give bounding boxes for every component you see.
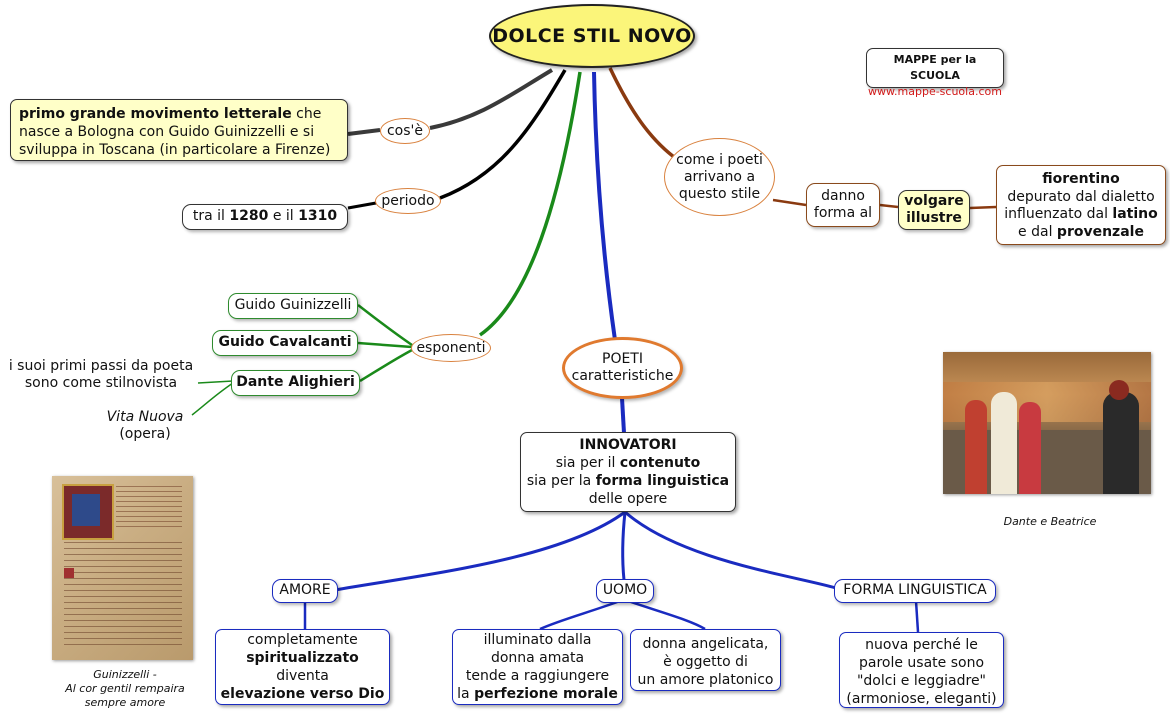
manuscript-image (52, 476, 193, 660)
innovatori-contenuto: contenuto (619, 455, 701, 471)
guinizzelli-caption-l2: Al cor gentil rempaira (65, 682, 185, 695)
forma-l4: (armoniose, eleganti) (846, 691, 997, 707)
amore-l3: diventa (276, 668, 329, 684)
amore-l1: completamente (247, 632, 358, 648)
cose-definition: primo grande movimento letterale che nas… (10, 99, 348, 161)
innovatori-box: INNOVATORI sia per il contenuto sia per … (520, 432, 736, 512)
fiorentino-line3a: influenzato dal (1004, 206, 1113, 222)
opera-note: Vita Nuova (opera) (92, 409, 198, 443)
dante-note: i suoi primi passi da poeta sono come st… (4, 358, 198, 392)
uomo-node: UOMO (596, 579, 654, 603)
danno-forma-box: danno forma al (806, 183, 880, 227)
fiorentino-box: fiorentino depurato dal dialetto influen… (996, 165, 1166, 245)
cose-node: cos'è (380, 118, 430, 144)
stile-line3: questo stile (678, 185, 761, 202)
poet-dante-label: Dante Alighieri (236, 374, 355, 390)
fiorentino-line2: depurato dal dialetto (1007, 188, 1155, 205)
periodo-year-end: 1310 (298, 208, 338, 224)
watermark-url: www.mappe-scuola.com (868, 85, 1002, 98)
periodo-t2: e il (268, 208, 299, 224)
periodo-t1: tra il (192, 208, 230, 224)
uomo-a2: donna amata (490, 650, 585, 666)
innovatori-l3a: sia per la (526, 473, 596, 489)
uomo-a3: tende a raggiungere (465, 668, 610, 684)
poeti-line2: caratteristiche (571, 368, 674, 384)
esponenti-label: esponenti (416, 339, 486, 356)
stile-line2: arrivano a (683, 168, 756, 185)
poet-dante: Dante Alighieri (231, 370, 360, 396)
fiorentino-provenzale: provenzale (1056, 223, 1144, 240)
volgare-line2: illustre (906, 210, 962, 226)
amore-node: AMORE (272, 579, 338, 603)
cose-rest: che (291, 106, 322, 122)
uomo-a4a: la (457, 686, 475, 702)
poet-cavalcanti-label: Guido Cavalcanti (218, 334, 352, 350)
dante-caption-text: Dante e Beatrice (1003, 515, 1097, 528)
guinizzelli-caption-l1: Guinizzelli - (93, 668, 157, 681)
dante-caption: Dante e Beatrice (990, 513, 1110, 530)
amore-label: AMORE (279, 582, 331, 598)
poet-cavalcanti: Guido Cavalcanti (212, 330, 358, 356)
uomo-b3: un amore platonico (637, 672, 774, 688)
opera-type: (opera) (119, 426, 171, 442)
cose-label: cos'è (386, 122, 424, 139)
uomo-b2: è oggetto di (663, 654, 748, 670)
cose-bold: primo grande movimento letterale (19, 106, 292, 122)
stile-node: come i poeti arrivano a questo stile (664, 138, 775, 216)
periodo-label: periodo (381, 192, 435, 209)
volgare-line1: volgare (904, 193, 964, 209)
poet-guinizzelli-label: Guido Guinizzelli (234, 297, 352, 313)
amore-l2: spiritualizzato (246, 650, 359, 666)
poeti-line1: POETI (602, 351, 643, 367)
forma-box: nuova perché le parole usate sono "dolci… (839, 632, 1004, 708)
periodo-year-start: 1280 (229, 208, 269, 224)
cose-line2: nasce a Bologna con Guido Guinizzelli e … (19, 124, 315, 140)
guinizzelli-caption: Guinizzelli - Al cor gentil rempaira sem… (40, 668, 210, 710)
fiorentino-line4a: e dal (1018, 223, 1057, 240)
forma-l3: "dolci e leggiadre" (856, 673, 986, 689)
forma-l2: parole usate sono (858, 655, 985, 671)
uomo-box-left: illuminato dalla donna amata tende a rag… (452, 629, 623, 705)
stile-line1: come i poeti (676, 151, 763, 168)
esponenti-node: esponenti (411, 334, 491, 362)
amore-l4: elevazione verso Dio (220, 686, 385, 702)
fiorentino-latino: latino (1112, 206, 1158, 222)
innovatori-title: INNOVATORI (579, 437, 677, 453)
opera-title: Vita Nuova (106, 409, 184, 425)
guinizzelli-caption-l3: sempre amore (84, 696, 166, 709)
map-title: DOLCE STIL NOVO (492, 24, 692, 47)
cose-line3: sviluppa in Toscana (in particolare a Fi… (19, 142, 331, 158)
watermark-box: MAPPE per la SCUOLA www.mappe-scuola.com (866, 48, 1004, 98)
uomo-a4b: perfezione morale (474, 686, 618, 702)
innovatori-l2a: sia per il (555, 455, 620, 471)
dante-note-line2: sono come stilnovista (24, 375, 178, 391)
forma-label: FORMA LINGUISTICA (843, 582, 987, 598)
uomo-box-right: donna angelicata, è oggetto di un amore … (630, 629, 781, 691)
uomo-label: UOMO (602, 582, 648, 598)
poeti-node: POETI caratteristiche (562, 337, 683, 399)
innovatori-l4: delle opere (588, 491, 668, 507)
uomo-b1: donna angelicata, (642, 636, 769, 652)
danno-line2: forma al (813, 205, 873, 221)
amore-box: completamente spiritualizzato diventa el… (215, 629, 390, 705)
uomo-a1: illuminato dalla (483, 632, 592, 648)
watermark-name: MAPPE per la SCUOLA (893, 53, 977, 82)
innovatori-forma: forma linguistica (595, 473, 730, 489)
dante-beatrice-painting (943, 352, 1151, 494)
periodo-value: tra il 1280 e il 1310 (182, 204, 348, 230)
forma-l1: nuova perché le (865, 637, 978, 653)
periodo-node: periodo (375, 188, 441, 214)
danno-line1: danno (821, 188, 865, 204)
title-node: DOLCE STIL NOVO (489, 4, 695, 68)
fiorentino-title: fiorentino (1042, 171, 1120, 187)
volgare-illustre-box: volgare illustre (898, 190, 970, 230)
poet-guinizzelli: Guido Guinizzelli (228, 293, 358, 319)
dante-note-line1: i suoi primi passi da poeta (8, 358, 194, 374)
forma-node: FORMA LINGUISTICA (834, 579, 996, 603)
